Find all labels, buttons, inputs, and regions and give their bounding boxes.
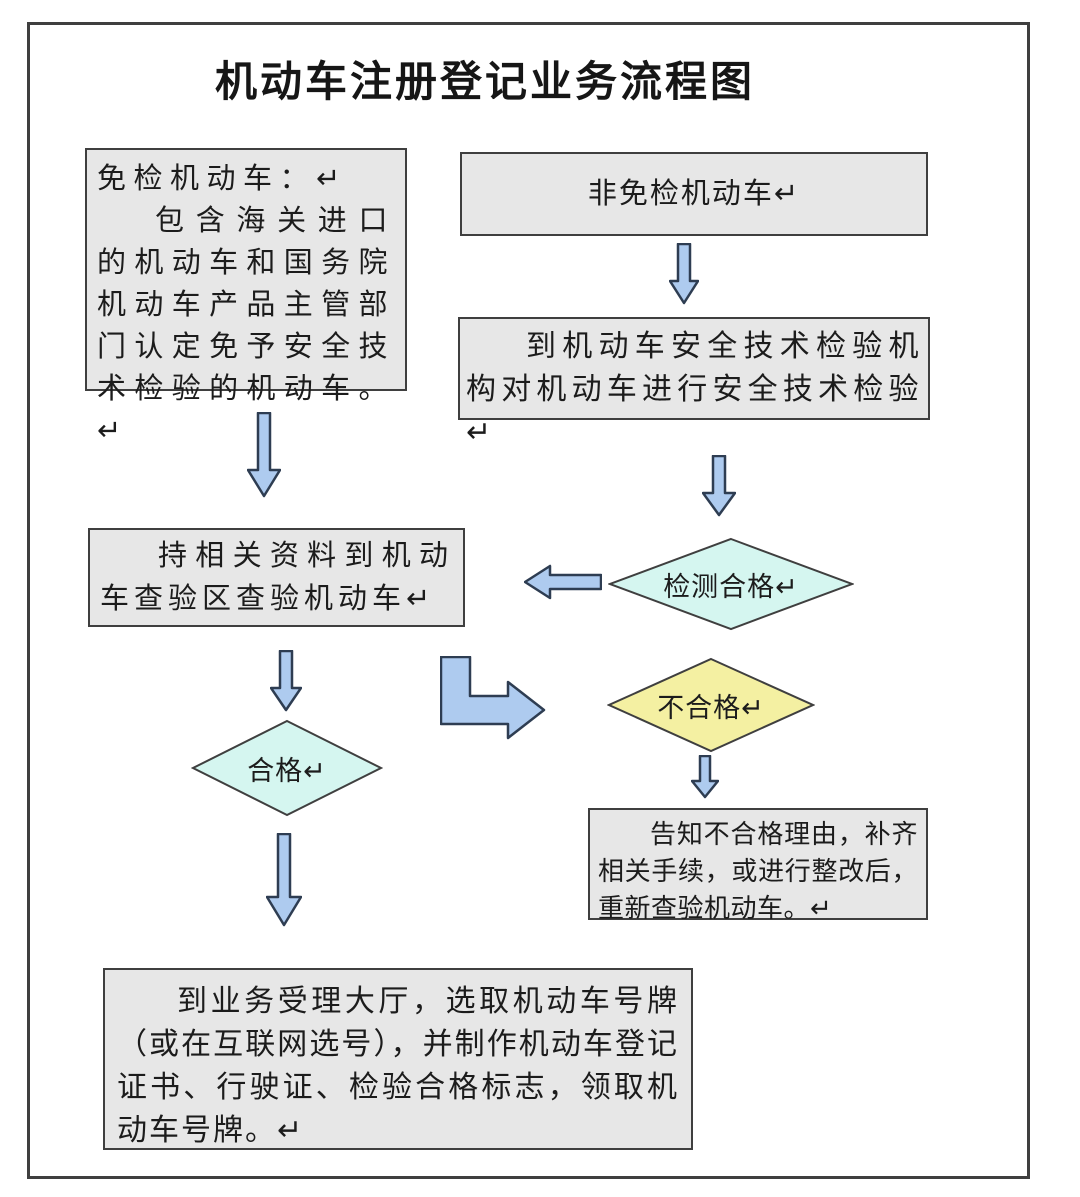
diamond-qualified: 合格↵ (191, 719, 383, 817)
node-text-line: 到机动车安全技术检验机构对机动车进行安全技术检验↵ (466, 330, 922, 449)
diamond-unqualified: 不合格↵ (607, 657, 815, 753)
diamond-test-passed: 检测合格↵ (608, 537, 854, 631)
diamond-label: 检测合格↵ (663, 571, 799, 602)
node-text-line: 免检机动车：↵ (97, 163, 348, 195)
arrow-down-icon (266, 833, 302, 927)
diamond-label: 不合格↵ (657, 692, 765, 723)
node-text-line: 到业务受理大厅，选取机动车号牌（或在互联网选号），并制作机动车登记证书、行驶证、… (117, 985, 679, 1147)
arrow-down-icon (669, 243, 699, 305)
node-exempt-vehicles: 免检机动车：↵ 包含海关进口的机动车和国务院机动车产品主管部门认定免予安全技术检… (85, 148, 407, 447)
node-safety-inspection: 到机动车安全技术检验机构对机动车进行安全技术检验↵ (458, 317, 930, 449)
arrow-down-icon (247, 412, 281, 498)
arrow-left-icon (524, 564, 602, 600)
arrow-down-icon (702, 455, 736, 517)
node-text-line: 告知不合格理由，补齐相关手续，或进行整改后，重新查验机动车。↵ (598, 819, 918, 923)
diamond-label: 合格↵ (247, 755, 327, 786)
node-text-line: 持相关资料到机动车查验区查验机动车↵ (100, 540, 453, 615)
node-notify-rectify: 告知不合格理由，补齐相关手续，或进行整改后，重新查验机动车。↵ (588, 808, 928, 923)
node-service-hall-registration: 到业务受理大厅，选取机动车号牌（或在互联网选号），并制作机动车登记证书、行驶证、… (103, 968, 693, 1150)
node-non-exempt-vehicles: 非免检机动车↵ (460, 152, 928, 236)
arrow-down-icon (270, 650, 302, 712)
node-vehicle-check-area: 持相关资料到机动车查验区查验机动车↵ (88, 528, 465, 627)
arrow-bent-right-icon (440, 656, 546, 742)
node-text-line: 包含海关进口的机动车和国务院机动车产品主管部门认定免予安全技术检验的机动车。↵ (97, 205, 395, 447)
arrow-down-icon (691, 755, 719, 799)
diagram-title: 机动车注册登记业务流程图 (214, 58, 755, 105)
node-text-line: 非免检机动车↵ (587, 178, 801, 210)
